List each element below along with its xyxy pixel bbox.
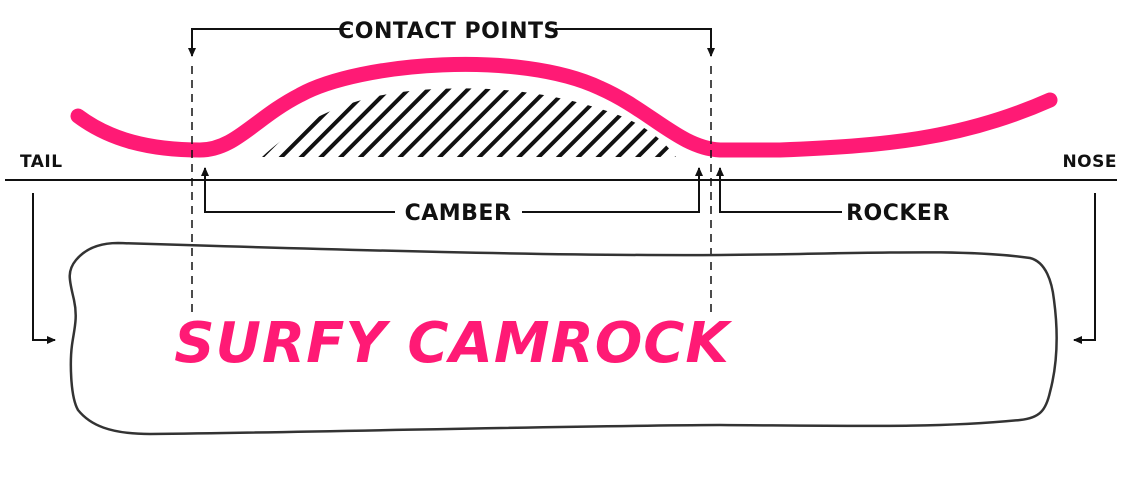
nose-label: NOSE xyxy=(1062,152,1117,172)
snowboard-outline xyxy=(68,241,1058,436)
nose-arrow xyxy=(1073,193,1096,344)
tail-arrow xyxy=(32,193,56,344)
camber-label: CAMBER xyxy=(405,201,512,226)
tail-label: TAIL xyxy=(20,152,63,172)
board-profile-curve xyxy=(70,56,1058,158)
rocker-bracket xyxy=(716,167,842,213)
rocker-label: ROCKER xyxy=(846,201,950,226)
contact-points-bracket xyxy=(188,28,715,57)
board-title: SURFY CAMROCK xyxy=(174,311,732,376)
contact-guide-lines xyxy=(191,66,712,318)
camber-bracket xyxy=(201,167,703,213)
contact-points-label: CONTACT POINTS xyxy=(338,19,560,44)
